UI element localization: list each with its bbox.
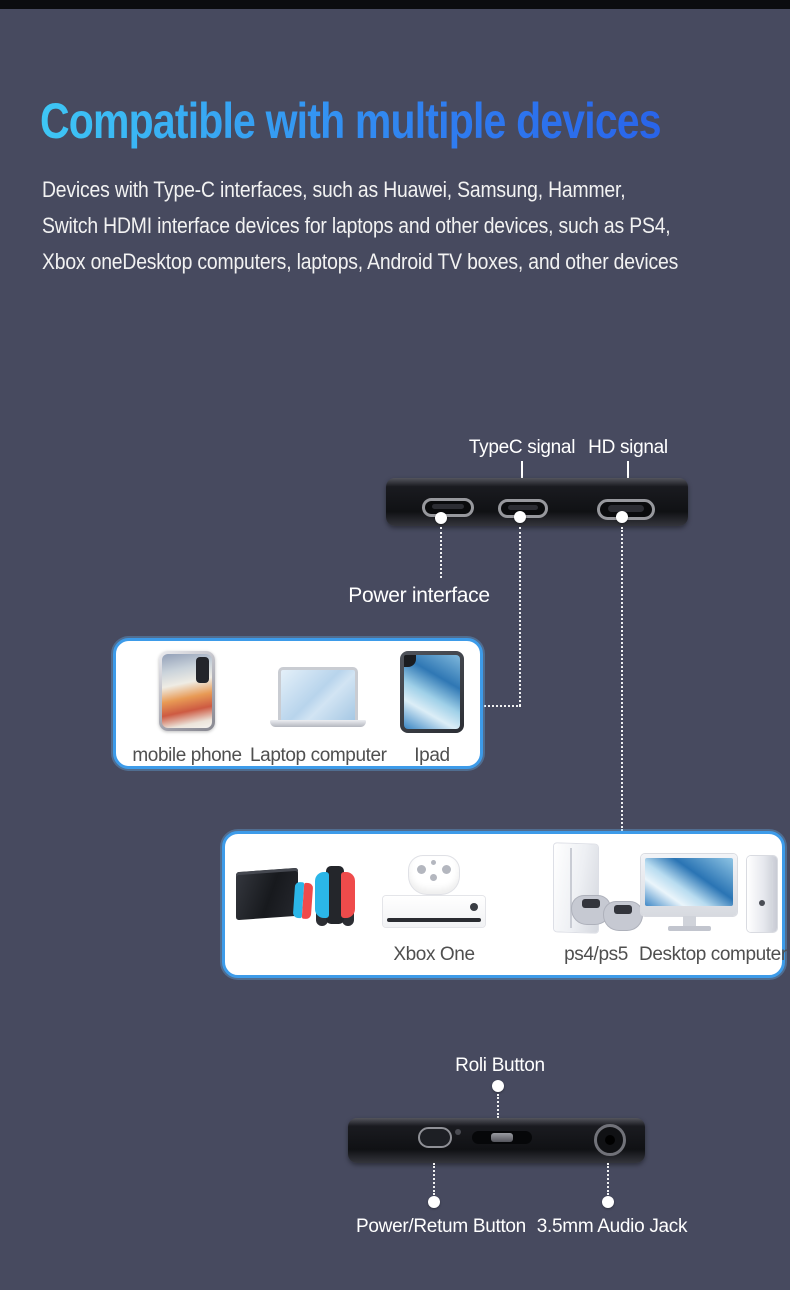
xbox-console-icon [383,856,485,934]
page-title: Compatible with multiple devices [40,92,790,150]
typec-dotted-line-horizontal [477,705,521,707]
tablet-icon [400,651,464,733]
device-item-ps4-ps5: ps4/ps5 [531,843,661,972]
xbox-one-label: Xbox One [393,944,475,965]
device-item-nintendo-switch [231,860,361,972]
power-return-button-label: Power/Retum Button [356,1216,526,1237]
playstation-console-icon [546,843,646,936]
typec-port-dot [514,511,526,523]
description-paragraph: Devices with Type-C interfaces, such as … [42,172,764,280]
monitor-bottom-edge [348,1118,645,1163]
description-line-1: Devices with Type-C interfaces, such as … [42,177,626,202]
typec-devices-box: mobile phone Laptop computer Ipad [113,638,483,769]
hd-devices-box: Xbox One ps4/ps5 Desktop computer [222,831,787,978]
hd-dotted-line [621,527,623,831]
laptop-icon [270,667,366,731]
power-interface-label: Power interface [348,584,490,607]
device-item-xbox-one: Xbox One [363,856,505,972]
mobile-phone-label: mobile phone [132,745,242,766]
description-line-2: Switch HDMI interface devices for laptop… [42,213,671,238]
device-item-ipad: Ipad [390,651,474,766]
monitor-top-edge [386,478,688,526]
device-item-laptop: Laptop computer [250,651,387,766]
ps4-ps5-label: ps4/ps5 [564,944,628,965]
power-port-dot [435,512,447,524]
laptop-computer-label: Laptop computer [250,745,387,766]
device-item-desktop-computer: Desktop computer [639,854,787,972]
roli-button-label: Roli Button [455,1055,545,1076]
nintendo-switch-icon [236,860,356,932]
ipad-label: Ipad [414,745,450,766]
hd-port-dot [616,511,628,523]
typec-signal-label: TypeC signal [468,437,576,458]
top-border-strip [0,0,790,9]
roli-dotted-line [497,1094,499,1118]
roli-button-dot [492,1080,504,1092]
hd-signal-label: HD signal [588,437,668,458]
audio-jack-dotted-line [607,1163,609,1195]
desktop-computer-label: Desktop computer [639,944,787,965]
desktop-computer-icon [641,854,777,936]
audio-jack-label: 3.5mm Audio Jack [536,1216,688,1237]
power-dotted-line [440,527,442,578]
typec-dotted-line-vertical [519,527,521,706]
indicator-led-icon [455,1129,461,1135]
smartphone-icon [159,651,215,731]
power-return-button-icon [418,1127,452,1148]
audio-jack-icon [594,1124,626,1156]
roli-wheel-slot-icon [472,1131,532,1144]
description-line-3: Xbox oneDesktop computers, laptops, Andr… [42,249,679,274]
power-port-icon [422,498,474,517]
device-item-mobile-phone: mobile phone [124,651,250,766]
power-return-dot [428,1196,440,1208]
power-return-dotted-line [433,1163,435,1195]
audio-jack-dot [602,1196,614,1208]
page-title-text: Compatible with multiple devices [40,93,662,149]
